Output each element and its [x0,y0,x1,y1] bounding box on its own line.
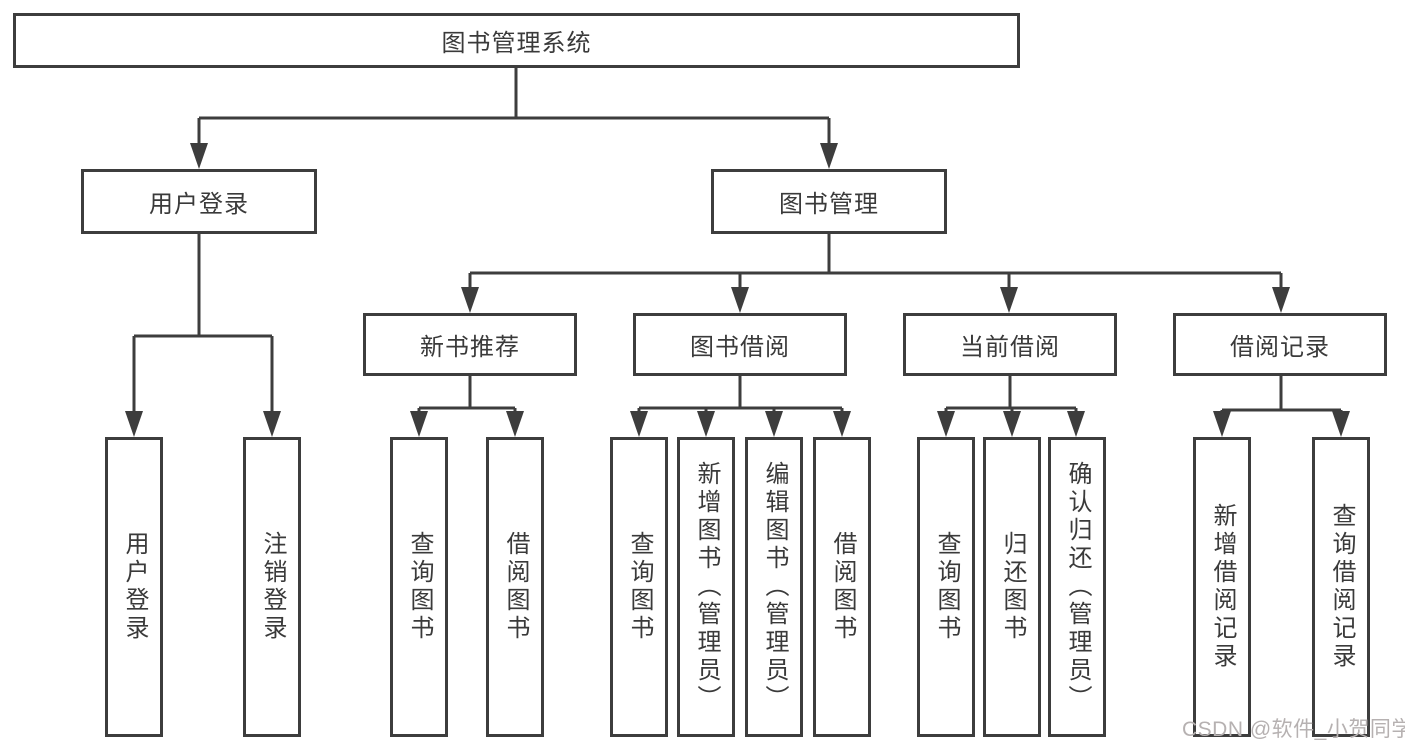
connector-new-books-branch [417,376,517,413]
node-new-book-recommend: 新书推荐 [363,313,577,376]
leaf-newbook-borrow-books: 借阅图书 [486,437,544,737]
leaf-records-add-record-label: 新增借阅记录 [1209,503,1236,671]
leaf-borrowing-edit-books-admin-label: 编辑图书（管理员） [761,461,788,713]
node-root-label: 图书管理系统 [441,30,592,57]
leaf-newbook-query-books-label: 查询图书 [406,531,433,643]
watermark: CSDN @软件_小贺同学 [1182,718,1405,741]
connector-borrowing-branch [637,376,844,413]
node-book-borrowing: 图书借阅 [633,313,847,376]
leaf-borrowing-add-books-admin: 新增图书（管理员） [677,437,735,737]
connector-book-mgmt-branch [468,234,1283,289]
node-current-borrowing: 当前借阅 [903,313,1117,376]
leaf-user-login: 用户登录 [105,437,163,737]
leaf-current-confirm-return-admin: 确认归还（管理员） [1048,437,1106,737]
node-book-management: 图书管理 [711,169,947,234]
node-current-borrowing-label: 当前借阅 [960,334,1060,361]
leaf-current-return-books-label: 归还图书 [999,531,1026,643]
node-borrow-records: 借阅记录 [1173,313,1387,376]
node-root: 图书管理系统 [13,13,1020,68]
leaf-logout-login-label: 注销登录 [259,531,286,643]
leaf-user-login-label: 用户登录 [121,531,148,643]
leaf-newbook-borrow-books-label: 借阅图书 [502,531,529,643]
leaf-borrowing-query-books: 查询图书 [610,437,668,737]
connector-root-to-level2 [197,68,831,145]
leaf-current-query-books: 查询图书 [917,437,975,737]
leaf-borrowing-add-books-admin-label: 新增图书（管理员） [693,461,720,713]
leaf-current-return-books: 归还图书 [983,437,1041,737]
node-user-login-label: 用户登录 [149,191,249,218]
leaf-borrowing-query-books-label: 查询图书 [626,531,653,643]
node-borrow-records-label: 借阅记录 [1230,334,1330,361]
connector-records-branch [1220,376,1343,413]
leaf-newbook-query-books: 查询图书 [390,437,448,737]
node-new-book-recommend-label: 新书推荐 [420,334,520,361]
node-book-borrowing-label: 图书借阅 [690,334,790,361]
leaf-records-query-record-label: 查询借阅记录 [1328,503,1355,671]
node-user-login: 用户登录 [81,169,317,234]
connector-user-login-branch [132,234,274,413]
leaf-records-add-record: 新增借阅记录 [1193,437,1251,737]
connector-current-branch [944,376,1078,413]
arrowheads [125,143,1350,437]
leaf-records-query-record: 查询借阅记录 [1312,437,1370,737]
leaf-borrowing-edit-books-admin: 编辑图书（管理员） [745,437,803,737]
node-book-management-label: 图书管理 [779,191,879,218]
leaf-current-query-books-label: 查询图书 [933,531,960,643]
leaf-borrowing-borrow-books: 借阅图书 [813,437,871,737]
leaf-current-confirm-return-admin-label: 确认归还（管理员） [1064,461,1091,713]
leaf-logout-login: 注销登录 [243,437,301,737]
leaf-borrowing-borrow-books-label: 借阅图书 [829,531,856,643]
